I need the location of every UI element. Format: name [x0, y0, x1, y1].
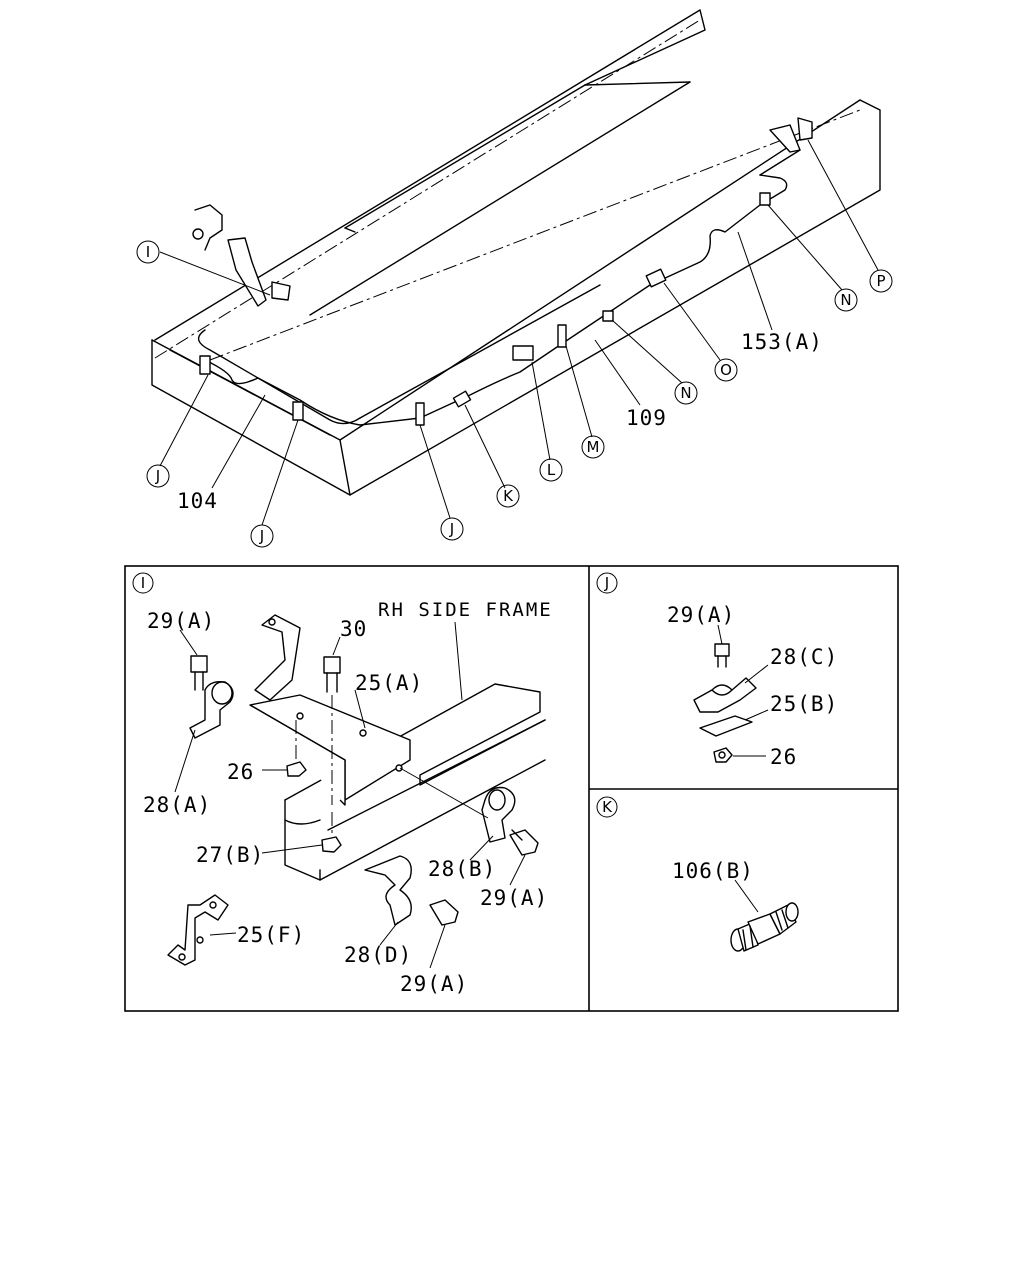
- label-30: 30: [340, 617, 367, 641]
- label-28d: 28(D): [344, 943, 412, 967]
- detail-key-J: J: [596, 572, 618, 594]
- leader-lines: [159, 139, 879, 526]
- label-27b: 27(B): [196, 843, 264, 867]
- callout-letter: J: [155, 467, 160, 485]
- callout-N-main-1: N: [674, 381, 698, 405]
- label-29a: 29(A): [667, 603, 735, 627]
- callout-letter: L: [547, 461, 556, 479]
- label-28a: 28(A): [143, 793, 211, 817]
- callout-letter: J: [259, 527, 264, 545]
- callout-J-main-2: J: [250, 524, 274, 548]
- main-assembly-view: I J J J K L M N: [136, 9, 893, 548]
- callout-letter: P: [876, 272, 885, 290]
- label-25b: 25(B): [770, 692, 838, 716]
- part-label-109: 109: [626, 406, 667, 430]
- detail-I: I RH SIDE FRAME: [132, 572, 553, 996]
- svg-text:J: J: [604, 574, 609, 592]
- clamps: [192, 117, 813, 426]
- callout-letter: K: [503, 487, 514, 505]
- part-label-104: 104: [177, 489, 218, 513]
- callout-M-main: M: [581, 435, 605, 459]
- pipe-route: [204, 149, 801, 426]
- label-28b: 28(B): [428, 857, 496, 881]
- label-25a: 25(A): [355, 671, 423, 695]
- callout-L-main: L: [539, 458, 563, 482]
- detail-panels: [124, 565, 899, 1012]
- label-29a-right: 29(A): [480, 886, 548, 910]
- label-29a-top: 29(A): [147, 609, 215, 633]
- label-25f: 25(F): [237, 923, 305, 947]
- callout-I-main: I: [136, 240, 160, 264]
- callout-letter: J: [449, 520, 454, 538]
- callout-letter: N: [680, 384, 691, 402]
- detail-K: K 106(B): [596, 796, 799, 952]
- detail-key-I: I: [132, 572, 154, 594]
- callout-O-main: O: [714, 358, 738, 382]
- svg-text:I: I: [141, 574, 145, 592]
- callout-N-main-2: N: [834, 288, 858, 312]
- label-26: 26: [770, 745, 797, 769]
- detail-key-K: K: [596, 796, 618, 818]
- callout-letter: O: [720, 361, 732, 379]
- part-label-153a: 153(A): [741, 330, 823, 354]
- svg-text:K: K: [602, 798, 613, 816]
- frame-rail-upper: [154, 9, 706, 359]
- callout-J-main-1: J: [146, 464, 170, 488]
- label-28c: 28(C): [770, 645, 838, 669]
- label-106b: 106(B): [672, 859, 754, 883]
- frame-label: RH SIDE FRAME: [378, 599, 553, 621]
- label-29a-bottom: 29(A): [400, 972, 468, 996]
- callout-letter: N: [840, 291, 851, 309]
- callout-K-main: K: [496, 484, 520, 508]
- connector-fitting: [730, 902, 799, 952]
- callout-P-main: P: [869, 269, 893, 293]
- callout-J-main-3: J: [440, 517, 464, 541]
- detail-J: J 29(A) 28(C) 25(B) 26: [596, 572, 838, 769]
- callout-letter: I: [146, 243, 150, 261]
- label-26: 26: [227, 760, 254, 784]
- callout-letter: M: [587, 438, 600, 456]
